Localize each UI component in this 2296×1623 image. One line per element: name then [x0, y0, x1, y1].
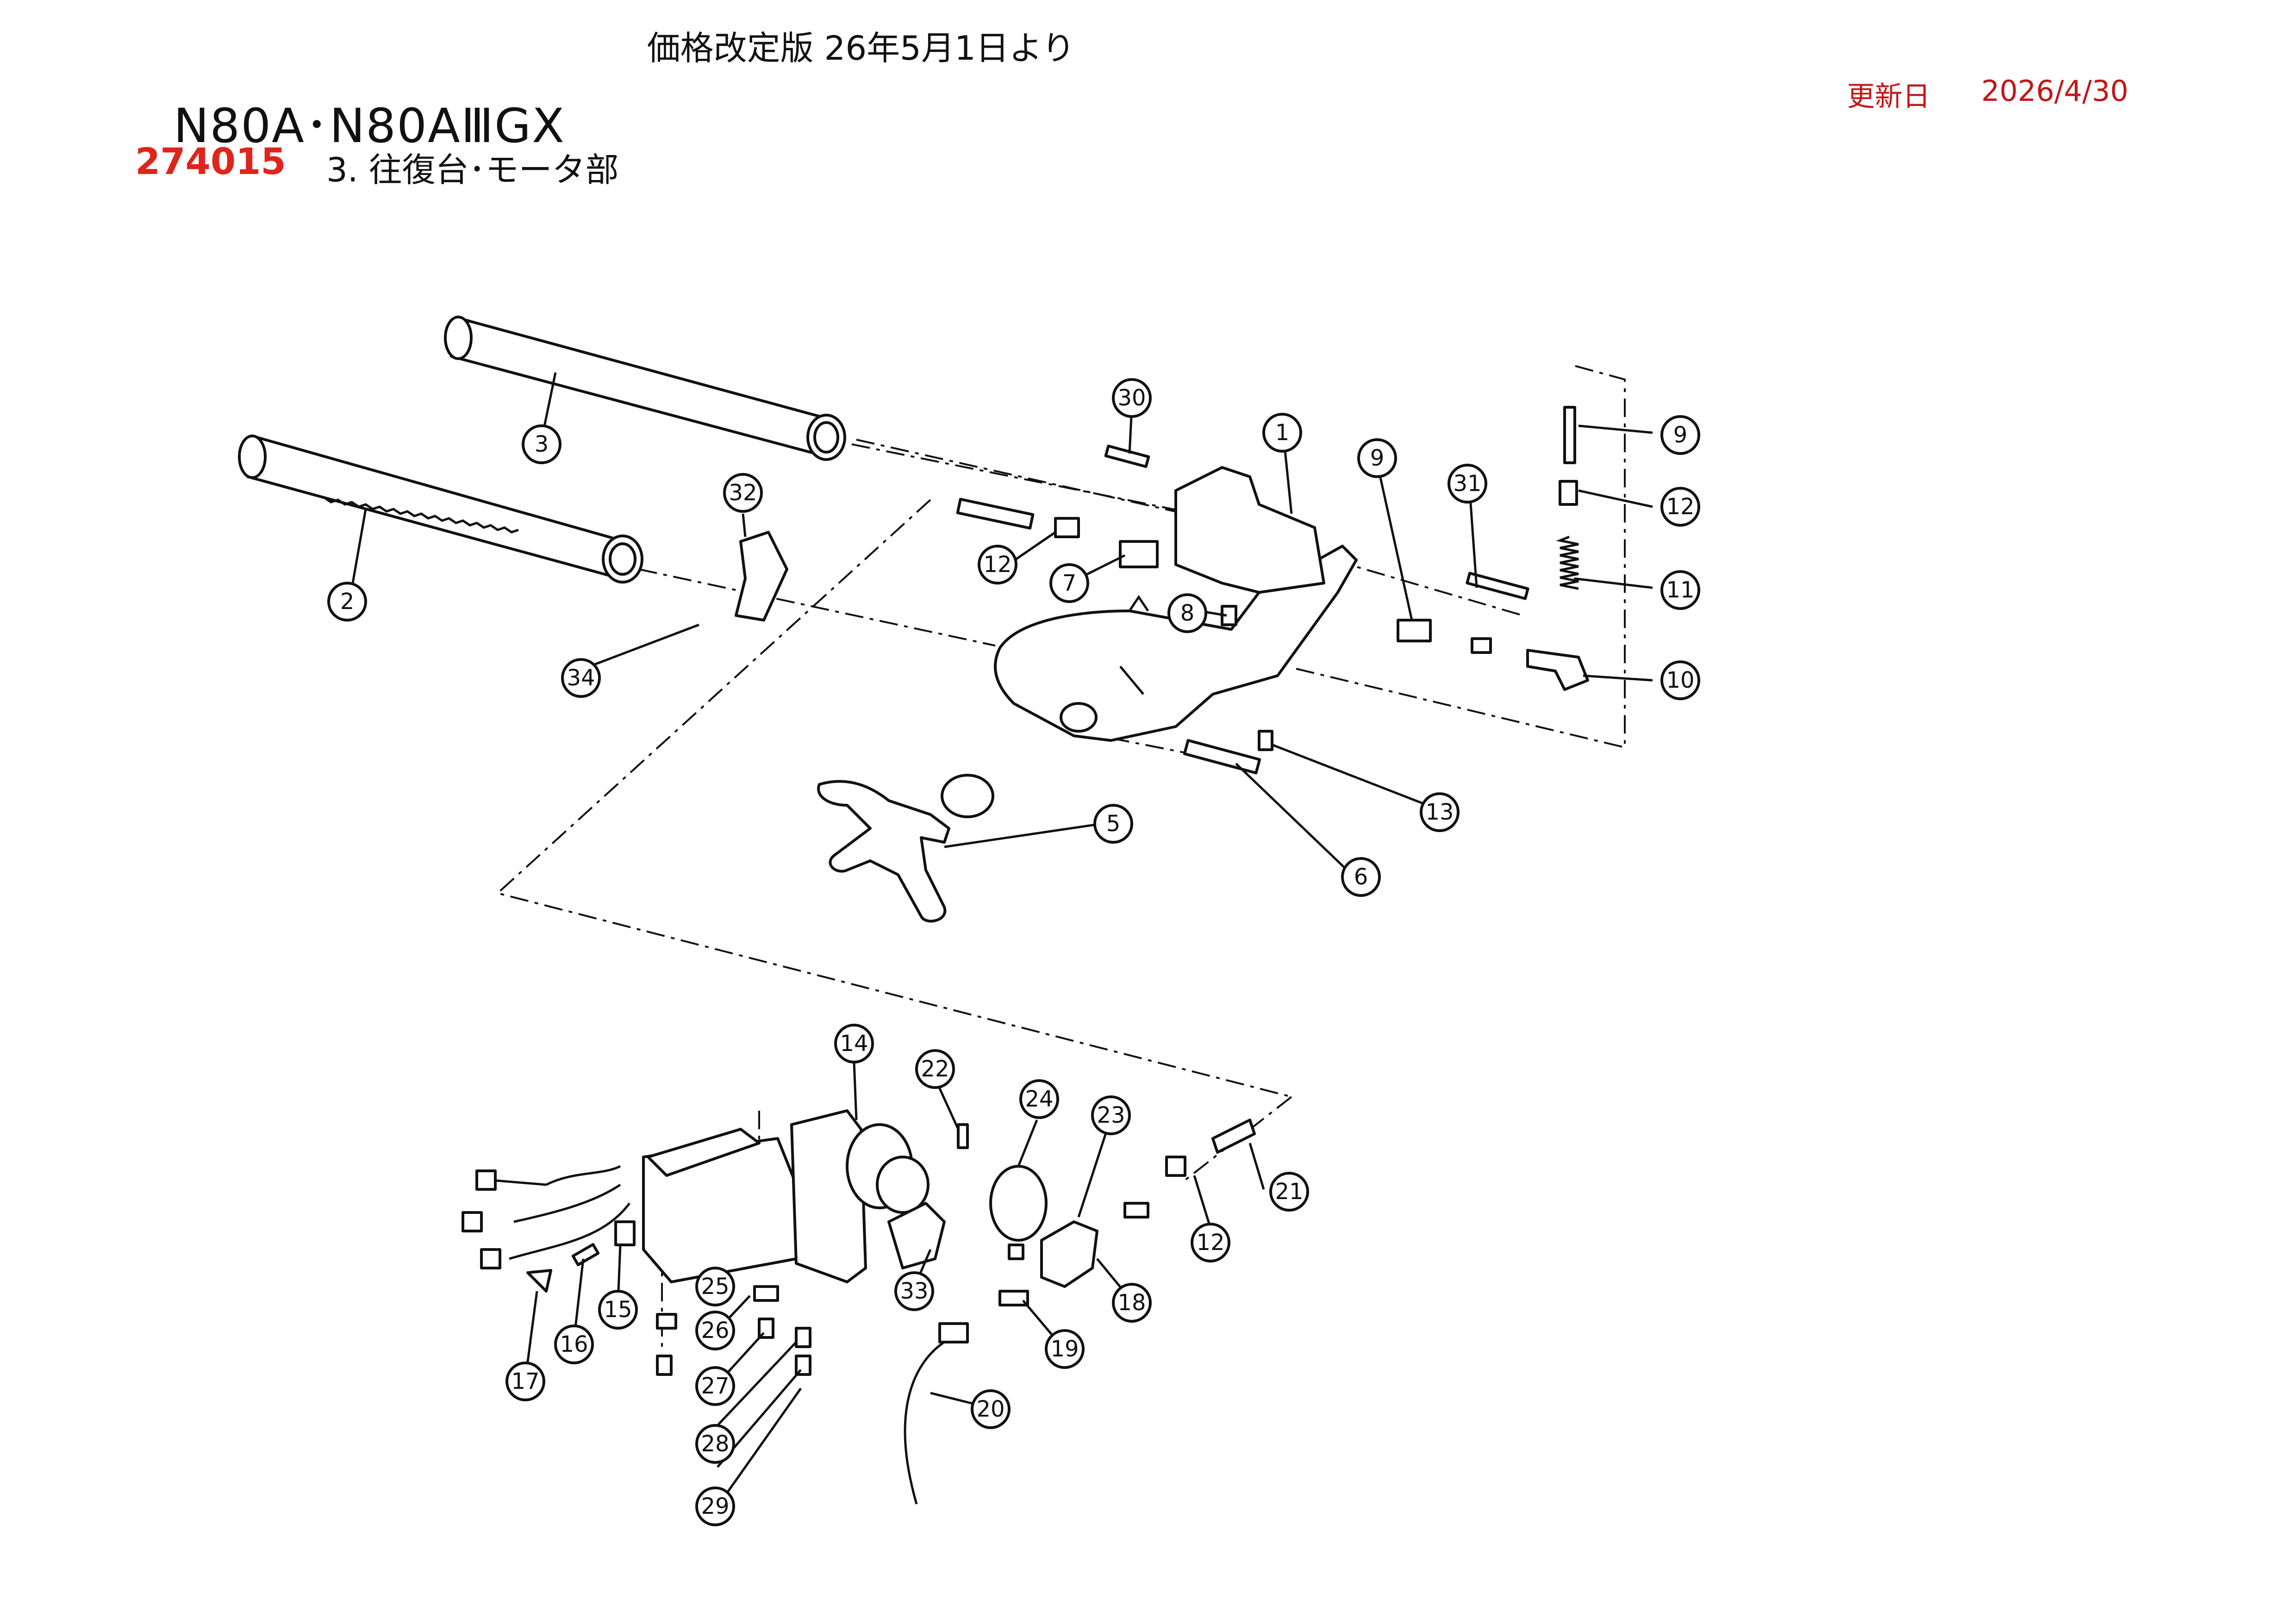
svg-text:18: 18 [1117, 1290, 1146, 1316]
svg-text:12: 12 [983, 552, 1011, 578]
callout-9-left: 9 [1357, 438, 1397, 478]
svg-text:19: 19 [1050, 1336, 1079, 1362]
handle-5 [817, 774, 994, 923]
callout-30: 30 [1112, 378, 1152, 418]
motor-assembly-14 [462, 1109, 930, 1283]
callout-3: 3 [522, 424, 562, 464]
callout-9-right: 9 [1660, 415, 1700, 455]
callout-12-lower: 12 [1191, 1223, 1230, 1262]
callout-29: 29 [695, 1486, 735, 1526]
svg-text:25: 25 [701, 1274, 729, 1300]
svg-text:20: 20 [976, 1396, 1004, 1422]
callout-20: 20 [971, 1389, 1011, 1429]
svg-text:27: 27 [701, 1373, 729, 1399]
svg-text:16: 16 [560, 1331, 588, 1357]
svg-text:34: 34 [567, 665, 595, 691]
update-date-value: 2026/4/30 [1981, 74, 2128, 108]
callout-2: 2 [327, 582, 367, 622]
svg-text:23: 23 [1097, 1102, 1125, 1128]
callout-8: 8 [1167, 593, 1207, 633]
part-number: 274015 [135, 141, 286, 183]
price-revision-notice: 価格改定版 26年5月1日より [647, 29, 1075, 68]
callout-27: 27 [695, 1366, 735, 1406]
callout-12-right: 12 [1660, 487, 1700, 527]
svg-text:28: 28 [701, 1431, 729, 1457]
svg-text:5: 5 [1106, 811, 1121, 837]
callout-7: 7 [1049, 563, 1089, 603]
callout-25: 25 [695, 1267, 735, 1306]
svg-text:11: 11 [1666, 577, 1694, 603]
svg-text:33: 33 [900, 1278, 928, 1304]
model-title: N80A･N80AⅢGX [174, 99, 565, 154]
carriage-body-1 [994, 466, 1358, 742]
svg-text:2: 2 [340, 589, 355, 615]
svg-text:22: 22 [921, 1056, 949, 1082]
callout-33: 33 [894, 1271, 934, 1311]
svg-text:12: 12 [1666, 494, 1694, 520]
section-title: 3. 往復台･モータ部 [326, 150, 619, 189]
callout-5: 5 [1093, 804, 1133, 844]
svg-text:6: 6 [1354, 864, 1368, 890]
callout-23: 23 [1091, 1095, 1131, 1135]
callout-14: 14 [834, 1024, 874, 1063]
callout-16: 16 [554, 1325, 594, 1364]
callout-10: 10 [1660, 660, 1700, 700]
callout-24: 24 [1019, 1079, 1059, 1119]
upper-rod-3 [444, 316, 846, 461]
svg-text:29: 29 [701, 1493, 729, 1519]
callout-13: 13 [1420, 792, 1460, 832]
callout-1: 1 [1262, 413, 1302, 453]
callout-26: 26 [695, 1311, 735, 1350]
svg-text:31: 31 [1453, 471, 1481, 497]
svg-text:3: 3 [535, 431, 549, 457]
svg-text:7: 7 [1062, 570, 1077, 596]
callout-11: 11 [1660, 570, 1700, 610]
callout-21: 21 [1269, 1172, 1309, 1212]
rack-rod-2 [238, 435, 643, 584]
callout-22: 22 [915, 1049, 955, 1089]
callout-31: 31 [1447, 464, 1487, 504]
svg-text:30: 30 [1117, 385, 1146, 411]
update-date-label: 更新日 [1847, 81, 1930, 113]
svg-text:26: 26 [701, 1318, 729, 1343]
callout-labels: 1 2 3 5 6 7 8 9 9 10 11 12 12 12 13 14 1… [327, 378, 1700, 1526]
svg-text:21: 21 [1275, 1179, 1303, 1205]
svg-text:24: 24 [1025, 1086, 1053, 1112]
callout-18: 18 [1112, 1283, 1152, 1323]
callout-6: 6 [1341, 857, 1381, 897]
callout-34: 34 [561, 658, 601, 698]
callout-19: 19 [1045, 1329, 1085, 1369]
svg-text:15: 15 [604, 1297, 632, 1323]
callout-17: 17 [505, 1362, 545, 1401]
svg-text:17: 17 [511, 1368, 539, 1394]
svg-text:12: 12 [1196, 1230, 1224, 1256]
svg-text:14: 14 [840, 1031, 868, 1057]
svg-text:1: 1 [1275, 420, 1290, 446]
svg-text:10: 10 [1666, 667, 1694, 693]
svg-text:9: 9 [1673, 422, 1688, 448]
svg-text:32: 32 [729, 480, 757, 506]
svg-text:13: 13 [1425, 799, 1454, 825]
svg-text:8: 8 [1180, 600, 1195, 626]
callout-12-upper: 12 [978, 545, 1017, 585]
upper-small-parts [735, 406, 1589, 775]
callout-15: 15 [598, 1290, 638, 1330]
callout-32: 32 [723, 473, 763, 513]
callout-28: 28 [695, 1424, 735, 1464]
svg-text:9: 9 [1370, 445, 1385, 471]
